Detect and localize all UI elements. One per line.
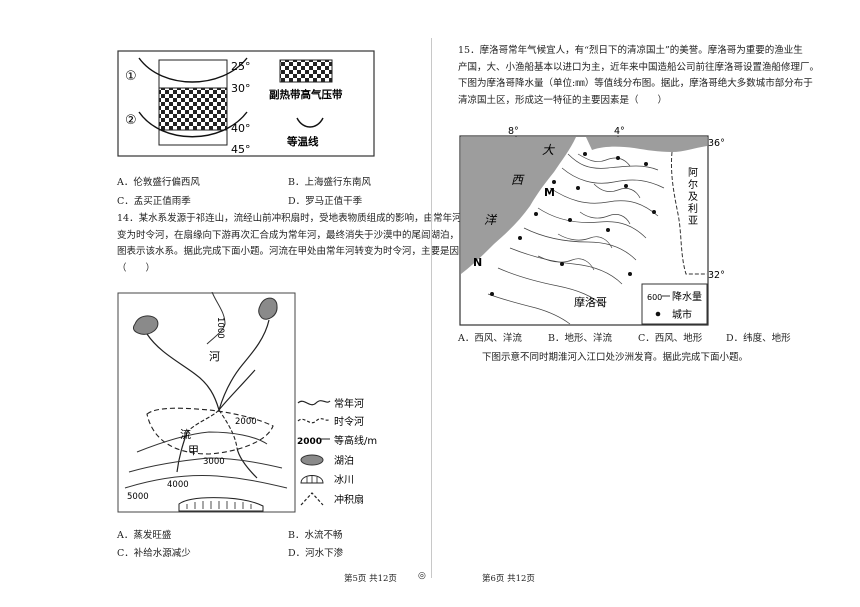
algeria-char-4: 利 (688, 203, 698, 215)
legend-seasonal: 时令河 (334, 415, 364, 428)
lat-32: 32° (708, 270, 725, 281)
label-n: N (473, 256, 482, 269)
legend-isotherm-label: 等温线 (286, 135, 319, 148)
isotherm-upper (138, 57, 248, 83)
contour-3000 (128, 457, 283, 473)
lon-8: 8° (508, 126, 519, 137)
perennial-river-2 (236, 447, 258, 479)
contour-label-3000: 3000 (203, 457, 225, 467)
q15-option-c[interactable]: C．西风、地形 (638, 333, 703, 344)
river-main (146, 333, 220, 411)
contour-label-2000: 2000 (235, 417, 257, 427)
q15-option-d[interactable]: D．纬度、地形 (726, 333, 791, 344)
seasonal-river-2 (218, 409, 238, 449)
lat-40: 40° (231, 122, 251, 135)
q13-option-a[interactable]: A．伦敦盛行偏西风 (117, 177, 200, 188)
next-section-intro: 下图示意不同时期淮河入江口处沙洲发育。据此完成下面小题。 (482, 352, 749, 363)
q13-option-d[interactable]: D．罗马正值干季 (288, 196, 363, 207)
legend-lake-swatch (300, 454, 324, 466)
q15-option-a[interactable]: A．西风、洋流 (458, 333, 522, 344)
q15-stem-line: 下图为摩洛哥降水量（单位:㎜）等值线分布图。据此，摩洛哥绝大多数城市部分布于 (458, 78, 813, 89)
q13-figure: ① ② 25° 30° 40° 45° 副热带高气压带 等温线 (117, 50, 375, 157)
lake-left (132, 315, 159, 335)
q14-stem: 14．某水系发源于祁连山，流经山前冲积扇时，受地表物质组成的影响，由常年河转 变… (117, 211, 472, 277)
legend-high-pressure-label: 副热带高气压带 (269, 88, 343, 101)
column-divider (431, 38, 432, 578)
label-circle-1: ① (125, 69, 137, 84)
legend-high-pressure-swatch (279, 59, 333, 83)
river-branch (218, 319, 270, 411)
algeria-char-3: 及 (688, 191, 698, 203)
legend-city-marker (655, 311, 661, 317)
q14-option-c[interactable]: C．补给水源减少 (117, 548, 191, 559)
algeria-char-1: 阿 (688, 167, 698, 179)
contour-label-1000: 1000 (215, 317, 225, 339)
q14-stem-line: 14．某水系发源于祁连山，流经山前冲积扇时，受地表物质组成的影响，由常年河转 (117, 213, 472, 224)
legend-value-600: 600 (647, 293, 662, 302)
q14-option-d[interactable]: D．河水下渗 (288, 548, 344, 559)
q13-option-b[interactable]: B．上海盛行东南风 (288, 177, 371, 188)
perennial-river-upper (176, 431, 188, 473)
lake-right (258, 297, 278, 320)
river-to-lake (218, 369, 256, 411)
legend-contour-value: 2000 (297, 437, 322, 447)
page-footer-center: ◎ (418, 571, 426, 581)
q14-option-a[interactable]: A．蒸发旺盛 (117, 530, 172, 541)
lon-4: 4° (614, 126, 625, 137)
ocean-char-da: 大 (542, 143, 555, 157)
legend-contour: 等高线/m (334, 434, 377, 447)
q15-stem: 15．摩洛哥常年气候宜人，有“烈日下的清凉国土”的美誉。摩洛哥为重要的渔业生 产… (458, 43, 820, 109)
q14-option-b[interactable]: B．水流不畅 (288, 530, 343, 541)
q14-stem-line: 变为时令河，在扇缘向下游再次汇合成为常年河，最终消失于沙漠中的尾闾湖泊，下 (117, 229, 469, 241)
legend-rainfall: 降水量 (672, 290, 702, 303)
q13-option-c[interactable]: C．孟买正值雨季 (117, 196, 191, 207)
q15-stem-line: 产国，大、小渔船基本以进口为主，近年来中国造船公司前往摩洛哥设置渔船修理厂。 (458, 61, 820, 73)
lat-45: 45° (231, 143, 251, 156)
algeria-char-5: 亚 (688, 216, 698, 227)
city-markers (490, 152, 656, 296)
legend-glacier: 冰川 (334, 473, 354, 486)
atlantic-ocean (461, 137, 576, 274)
contour-2000 (136, 431, 268, 453)
contour-4000 (124, 475, 288, 489)
legend-city: 城市 (672, 308, 692, 321)
contour-1000 (206, 292, 226, 345)
q15-morocco-map: 8° 4° 36° 32° 大 西 洋 M N 阿 尔 及 利 亚 摩洛哥 (459, 126, 725, 326)
legend-lake: 湖泊 (334, 455, 354, 467)
lat-36: 36° (708, 138, 725, 149)
legend-fan: 冲积扇 (334, 493, 364, 506)
contour-label-4000: 4000 (167, 480, 189, 490)
lat-30: 30° (231, 82, 251, 95)
legend-isotherm-line (296, 117, 324, 128)
label-morocco: 摩洛哥 (574, 295, 607, 309)
algeria-char-2: 尔 (688, 178, 698, 191)
ocean-char-yang: 洋 (484, 213, 498, 227)
q14-stem-line: （ ） (117, 262, 156, 274)
q14-legend: 常年河 时令河 2000 等高线/m 湖泊 冰川 冲积扇 (297, 397, 377, 506)
page-footer-left: 第5页 共12页 (344, 574, 397, 584)
isotherm-lower (138, 111, 248, 138)
algeria-border (671, 151, 707, 275)
label-circle-2: ② (125, 113, 137, 128)
q14-river-map: 1000 河 2000 流 甲 3000 4000 5000 (117, 292, 296, 513)
q15-stem-line: 15．摩洛哥常年气候宜人，有“烈日下的清凉国土”的美誉。摩洛哥为重要的渔业生 (458, 45, 803, 56)
legend-perennial: 常年河 (334, 397, 364, 410)
q14-stem-line: 图表示该水系。据此完成下面小题。河流在甲处由常年河转变为时令河，主要是因为 (117, 246, 469, 257)
label-m: M (544, 186, 555, 199)
alluvial-fan (146, 407, 274, 455)
q15-option-b[interactable]: B．地形、洋流 (548, 333, 612, 344)
ocean-char-xi: 西 (511, 173, 525, 187)
page-footer-right: 第6页 共12页 (482, 574, 535, 584)
label-jia: 甲 (188, 444, 199, 457)
label-river-he: 河 (209, 350, 220, 363)
lat-25: 25° (231, 60, 251, 73)
glacier (178, 497, 264, 512)
label-river-liu: 流 (180, 427, 191, 441)
seasonal-river-1 (186, 409, 220, 433)
q15-stem-line: 清凉国土区，形成这一特征的主要因素是（ ） (458, 94, 668, 106)
mediterranean-sea (586, 137, 707, 152)
legend-fan-swatch (300, 492, 324, 506)
contour-label-5000: 5000 (127, 492, 149, 502)
q15-legend-box (641, 283, 708, 325)
